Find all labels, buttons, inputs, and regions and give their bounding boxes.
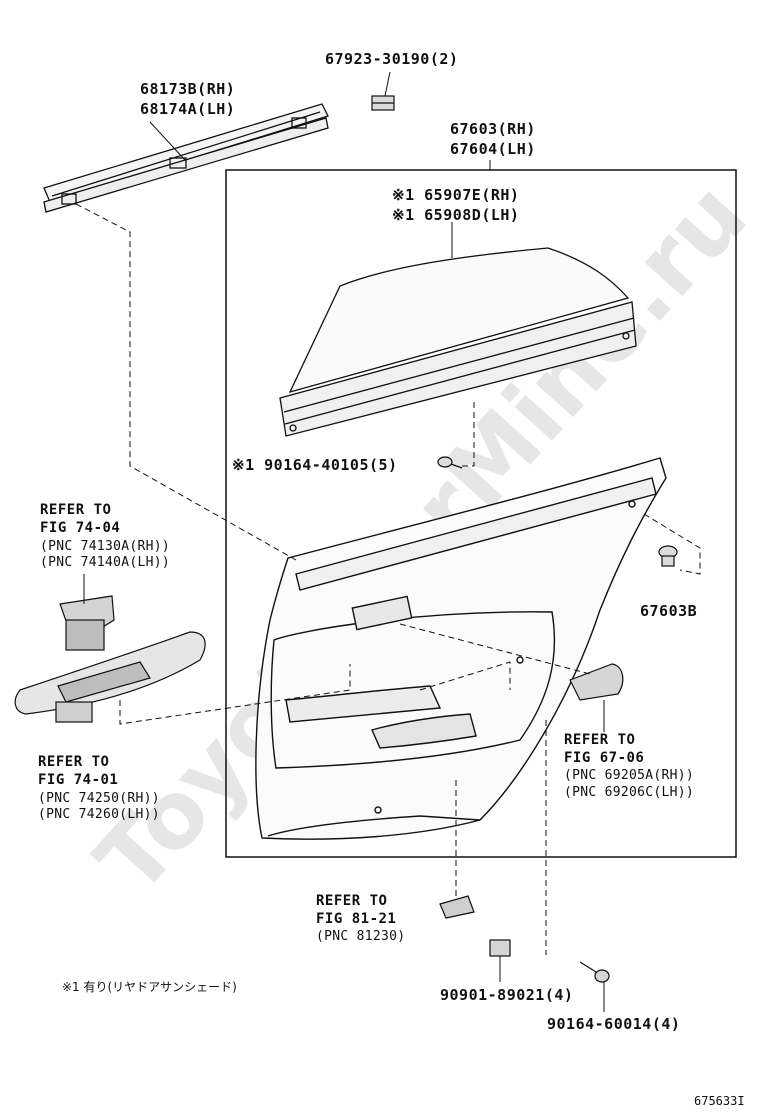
label-67603B: 67603B <box>640 602 698 620</box>
ref-8121-fig: FIG 81-21 <box>316 911 397 927</box>
nut-90901-89021 <box>489 939 511 957</box>
screw-90164-60014 <box>579 961 610 983</box>
label-90164-40105: ※1 90164-40105(5) <box>232 456 398 474</box>
belt-weatherstrip <box>43 103 329 213</box>
dashed-armrest <box>119 664 351 725</box>
dashed-weatherstrip-door <box>75 203 297 561</box>
ref-7404-fig: FIG 74-04 <box>40 520 121 536</box>
dashed-67603B <box>643 513 701 575</box>
ref-7401-fig: FIG 74-01 <box>38 772 119 788</box>
label-68173B: 68173B(RH) <box>140 80 236 98</box>
ref-7401-pnc1: (PNC 74250(RH)) <box>38 791 160 806</box>
ref-8121-pnc1: (PNC 81230) <box>316 929 406 944</box>
dashed-screw-sunshade <box>462 398 475 467</box>
clip-67603B <box>658 545 678 567</box>
ref-7401-pnc2: (PNC 74260(LH)) <box>38 807 160 822</box>
figure-number: 675633I <box>694 1094 745 1108</box>
courtesy-lamp-81-21 <box>439 895 475 919</box>
door-trim-board <box>255 457 667 840</box>
label-68174A: 68174A(LH) <box>140 100 236 118</box>
ref-7404-pnc2: (PNC 74140A(LH)) <box>40 555 171 570</box>
footnote: ※1 有り(リヤドアサンシェード) <box>62 980 237 994</box>
leader-67923 <box>384 71 391 97</box>
ref-7404-pnc1: (PNC 74130A(RH)) <box>40 539 171 554</box>
label-67603: 67603(RH) <box>450 120 536 138</box>
inside-handle-67-06 <box>569 663 624 701</box>
armrest-switch-74-01 <box>14 631 206 723</box>
leader-68173 <box>149 121 186 161</box>
ref-6706-fig: FIG 67-06 <box>564 750 645 766</box>
ref-7401-refer: REFER TO <box>38 754 110 770</box>
ref-6706-pnc1: (PNC 69205A(RH)) <box>564 768 695 783</box>
dashed-handle <box>399 623 591 675</box>
ref-6706-pnc2: (PNC 69206C(LH)) <box>564 785 695 800</box>
switch-74-04 <box>59 595 115 651</box>
ref-6706-refer: REFER TO <box>564 732 636 748</box>
label-65908D: ※1 65908D(LH) <box>392 206 520 224</box>
clip-67923 <box>371 95 395 111</box>
dashed-handle-2 <box>419 661 511 691</box>
screw-90164-40105 <box>437 456 463 469</box>
ref-7404-refer: REFER TO <box>40 502 112 518</box>
rear-sunshade <box>279 247 637 437</box>
label-90901-89021: 90901-89021(4) <box>440 986 574 1004</box>
assembly-frame <box>225 169 737 858</box>
label-67923: 67923-30190(2) <box>325 50 459 68</box>
label-67604: 67604(LH) <box>450 140 536 158</box>
ref-8121-refer: REFER TO <box>316 893 388 909</box>
label-65907E: ※1 65907E(RH) <box>392 186 520 204</box>
label-90164-60014: 90164-60014(4) <box>547 1015 681 1033</box>
